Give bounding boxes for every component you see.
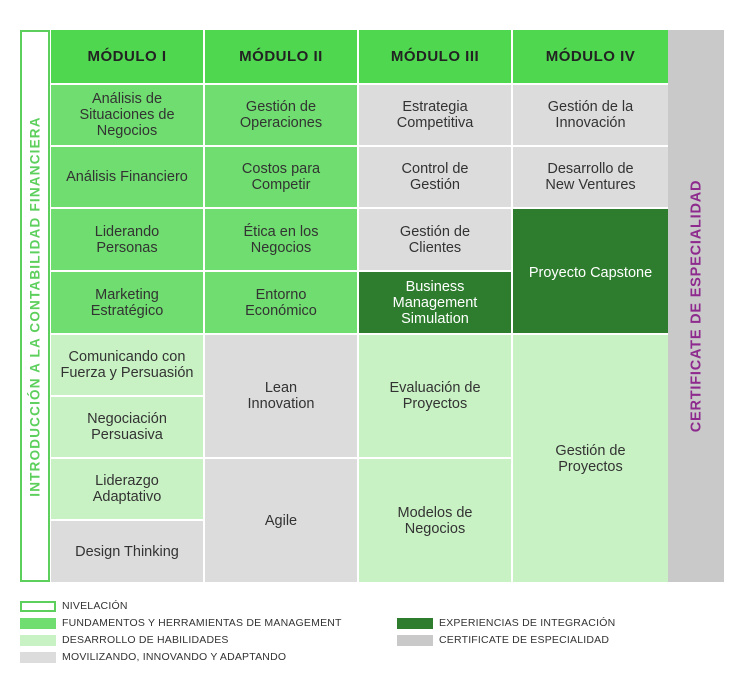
certificate-label: CERTIFICATE DE ESPECIALIDAD (688, 179, 705, 433)
course-etica: Ética en los Negocios (205, 209, 357, 270)
course-estrategia-competitiva: Estrategia Competitiva (359, 85, 511, 145)
course-negociacion: Negociación Persuasiva (51, 397, 203, 457)
legend-item-integracion: EXPERIENCIAS DE INTEGRACIÓN (397, 617, 615, 629)
legend-label: NIVELACIÓN (62, 600, 128, 612)
course-gestion-innovacion: Gestión de la Innovación (513, 85, 668, 145)
legend-item-fundamentos: FUNDAMENTOS Y HERRAMIENTAS DE MANAGEMENT (20, 617, 342, 629)
course-gestion-clientes: Gestión de Clientes (359, 209, 511, 270)
nivelacion-box (20, 30, 50, 582)
legend-item-certificate: CERTIFICATE DE ESPECIALIDAD (397, 634, 609, 646)
legend-swatch (20, 651, 56, 663)
course-entorno-economico: Entorno Económico (205, 272, 357, 333)
certificate-label-wrap: CERTIFICATE DE ESPECIALIDAD (668, 30, 724, 582)
course-liderazgo: Liderazgo Adaptativo (51, 459, 203, 519)
course-liderando-personas: Liderando Personas (51, 209, 203, 270)
course-modelos-negocios: Modelos de Negocios (359, 459, 511, 582)
course-lean-innovation: Lean Innovation (205, 335, 357, 457)
course-new-ventures: Desarrollo de New Ventures (513, 147, 668, 207)
module-2-header: MÓDULO II (205, 30, 357, 83)
nivelacion-label-wrap: INTRODUCCIÓN A LA CONTABILIDAD FINANCIER… (20, 30, 50, 582)
course-marketing-estrategico: Marketing Estratégico (51, 272, 203, 333)
legend-label: MOVILIZANDO, INNOVANDO Y ADAPTANDO (62, 651, 287, 663)
course-agile: Agile (205, 459, 357, 582)
course-analisis-situaciones: Análisis de Situaciones de Negocios (51, 85, 203, 145)
course-proyecto-capstone: Proyecto Capstone (513, 209, 668, 333)
certificate-column (668, 30, 724, 582)
legend-label: DESARROLLO DE HABILIDADES (62, 634, 229, 646)
module-1-header: MÓDULO I (51, 30, 203, 83)
course-design-thinking: Design Thinking (51, 521, 203, 582)
course-comunicando: Comunicando con Fuerza y Persuasión (51, 335, 203, 395)
course-business-simulation: Business Management Simulation (359, 272, 511, 333)
legend-swatch (20, 600, 56, 612)
module-4-header: MÓDULO IV (513, 30, 668, 83)
legend-label: CERTIFICATE DE ESPECIALIDAD (439, 634, 610, 646)
legend-item-nivelacion: NIVELACIÓN (20, 600, 128, 612)
legend-label: EXPERIENCIAS DE INTEGRACIÓN (439, 617, 616, 629)
legend-item-movilizando: MOVILIZANDO, INNOVANDO Y ADAPTANDO (20, 651, 286, 663)
course-analisis-financiero: Análisis Financiero (51, 147, 203, 207)
legend-swatch (397, 634, 433, 646)
course-gestion-proyectos: Gestión de Proyectos (513, 335, 668, 582)
legend-swatch (397, 617, 433, 629)
legend-item-desarrollo: DESARROLLO DE HABILIDADES (20, 634, 229, 646)
legend-label: FUNDAMENTOS Y HERRAMIENTAS DE MANAGEMENT (62, 617, 342, 629)
course-evaluacion-proyectos: Evaluación de Proyectos (359, 335, 511, 457)
nivelacion-label: INTRODUCCIÓN A LA CONTABILIDAD FINANCIER… (27, 115, 43, 497)
course-gestion-operaciones: Gestión de Operaciones (205, 85, 357, 145)
course-costos: Costos para Competir (205, 147, 357, 207)
module-3-header: MÓDULO III (359, 30, 511, 83)
legend-swatch (20, 617, 56, 629)
course-control-gestion: Control de Gestión (359, 147, 511, 207)
legend-swatch (20, 634, 56, 646)
